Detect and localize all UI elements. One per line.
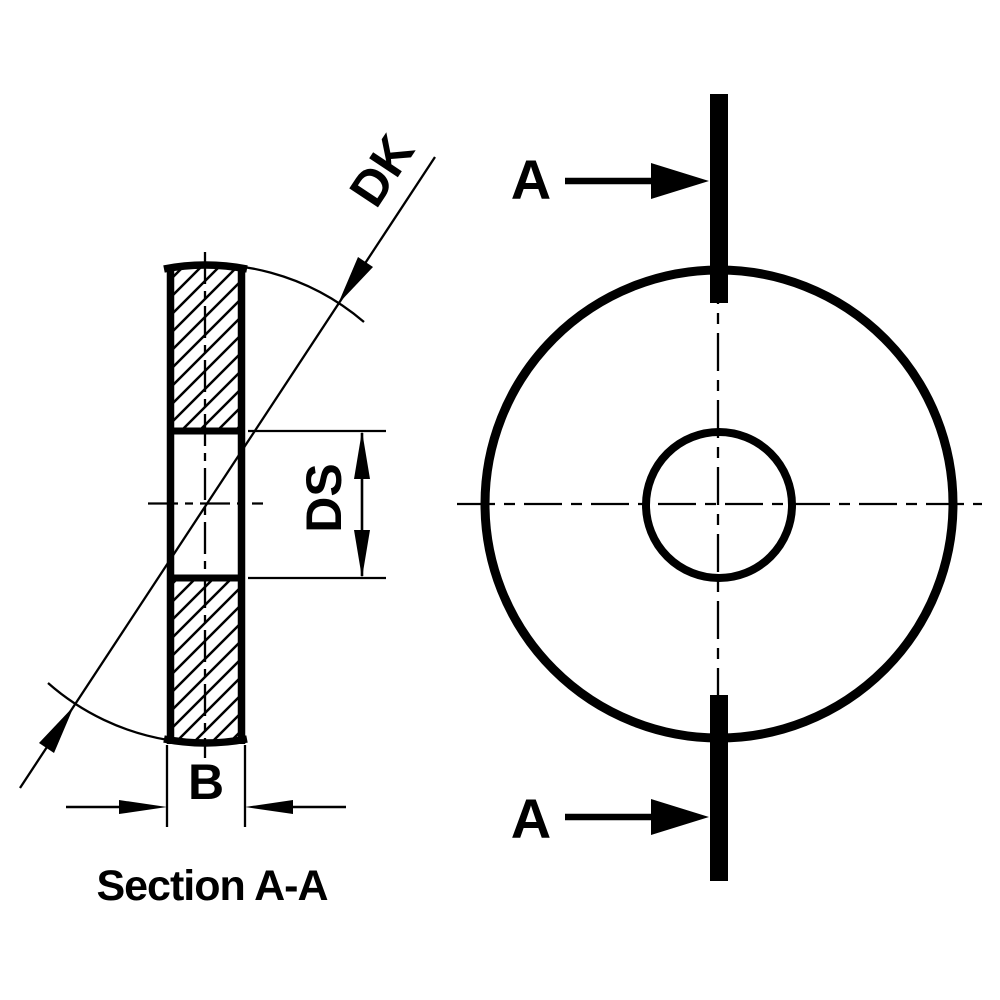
section-view: DK DS B Section A-A xyxy=(19,125,436,910)
b-arrowhead-left xyxy=(119,800,167,814)
cut-arrowhead-bottom xyxy=(651,799,709,835)
dk-arrowhead-upper xyxy=(338,257,373,304)
ink-layer: DK DS B Section A-A xyxy=(19,94,982,910)
cut-arrowhead-top xyxy=(651,163,709,199)
cut-label-top: A xyxy=(511,148,551,211)
cutting-plane-top: A xyxy=(511,94,728,303)
b-dimension: B xyxy=(66,745,346,827)
section-outline-bottom-edge xyxy=(163,735,248,747)
dk-extension-arc-lower xyxy=(47,682,169,742)
ds-dimension: DS xyxy=(248,429,386,580)
inner-circle xyxy=(642,428,796,582)
front-view: A A xyxy=(457,94,982,881)
ds-arrowhead-down xyxy=(354,530,370,578)
dk-dimension-line xyxy=(19,156,436,789)
dk-extension-arc-upper xyxy=(164,263,365,323)
cut-label-bottom: A xyxy=(511,787,551,850)
dk-arrowhead-lower xyxy=(39,706,74,753)
ds-label: DS xyxy=(296,463,352,532)
b-arrowhead-right xyxy=(245,800,293,814)
b-label: B xyxy=(188,754,224,810)
section-caption: Section A-A xyxy=(96,862,327,910)
cutting-plane-bottom: A xyxy=(511,695,728,881)
ds-arrowhead-up xyxy=(354,431,370,479)
